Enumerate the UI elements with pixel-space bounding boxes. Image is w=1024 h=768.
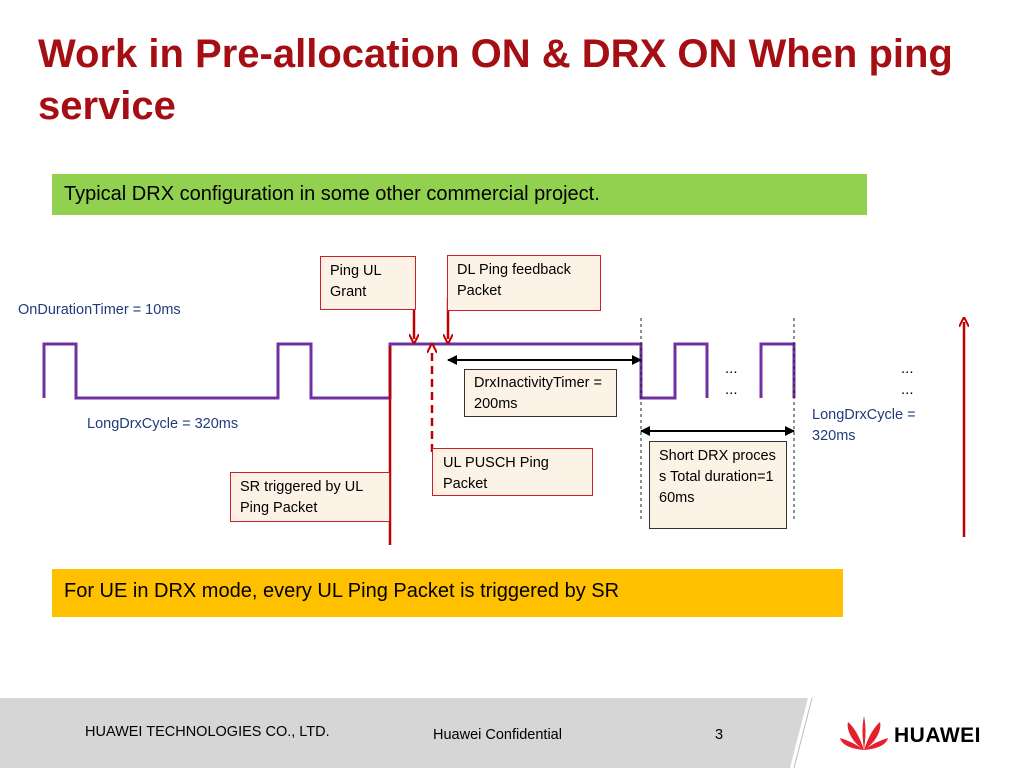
dl-ping-feedback-box: DL Ping feedback Packet (447, 255, 601, 311)
long-drx-cycle-label-right: LongDrxCycle = 320ms (812, 407, 916, 444)
footer-confidential: Huawei Confidential (433, 727, 562, 743)
slide-title: Work in Pre-allocation ON & DRX ON When … (38, 32, 953, 128)
ping-ul-grant-box: Ping UL Grant (320, 256, 416, 310)
on-duration-timer-label: OnDurationTimer = 10ms (18, 302, 181, 318)
drx-inactivity-timer-box: DrxInactivityTimer = 200ms (464, 369, 617, 417)
banner-sr-trigger: For UE in DRX mode, every UL Ping Packet… (52, 569, 843, 617)
footer-divider-swoosh (790, 698, 1024, 768)
ellipsis-bottom-left: ... (725, 381, 738, 398)
footer-company: HUAWEI TECHNOLOGIES CO., LTD. (85, 724, 330, 740)
sr-triggered-box: SR triggered by UL Ping Packet (230, 472, 390, 522)
ellipsis-top-right: ... (901, 360, 914, 377)
huawei-logo-icon (840, 716, 888, 750)
short-drx-process-box: Short DRX process Total duration=160ms (649, 441, 787, 529)
long-drx-cycle-label-left: LongDrxCycle = 320ms (87, 416, 239, 432)
drx-signal-waveform (42, 342, 796, 400)
banner-typical-drx: Typical DRX configuration in some other … (52, 174, 867, 215)
ul-pusch-ping-packet-box: UL PUSCH Ping Packet (432, 448, 593, 496)
huawei-logo-text: HUAWEI (894, 724, 981, 747)
ellipsis-bottom-right: ... (901, 381, 914, 398)
footer-page-number: 3 (715, 727, 724, 743)
ellipsis-top-left: ... (725, 360, 738, 377)
